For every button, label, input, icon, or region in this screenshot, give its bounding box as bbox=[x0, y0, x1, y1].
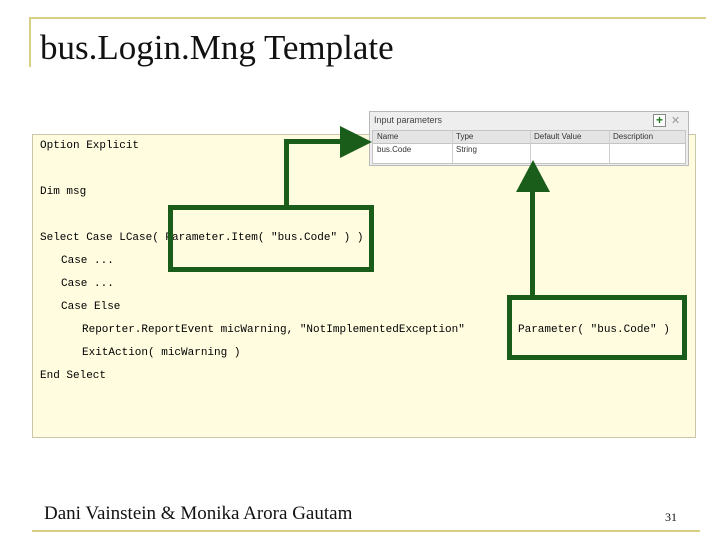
code-line-option-explicit: Option Explicit bbox=[40, 140, 140, 152]
plus-icon[interactable]: + bbox=[653, 114, 666, 127]
footer-author: Dani Vainstein & Monika Arora Gautam bbox=[44, 503, 353, 524]
table-header: Name Type Default Value Description bbox=[373, 131, 685, 144]
close-icon[interactable]: ✕ bbox=[671, 115, 681, 127]
column-divider bbox=[530, 131, 531, 163]
panel-title: Input parameters bbox=[374, 115, 443, 125]
slide-title: bus.Login.Mng Template bbox=[40, 28, 394, 67]
column-divider bbox=[609, 131, 610, 163]
code-line-case-2: Case ... bbox=[61, 278, 114, 290]
connector-line-vertical-right bbox=[530, 180, 535, 297]
code-line-select-case: Select Case LCase( Parameter.Item( "bus.… bbox=[40, 232, 364, 244]
code-line-case-else: Case Else bbox=[61, 301, 121, 313]
slide-frame-bottom bbox=[32, 530, 700, 532]
code-line-exit-action: ExitAction( micWarning ) bbox=[82, 347, 241, 359]
slide-number: 31 bbox=[665, 510, 677, 524]
code-line-dim: Dim msg bbox=[40, 186, 87, 198]
column-divider bbox=[452, 131, 453, 163]
parameters-table: Name Type Default Value Description bus.… bbox=[372, 130, 686, 164]
cell-type[interactable]: String bbox=[456, 145, 477, 154]
code-box bbox=[32, 134, 696, 438]
code-line-end-select: End Select bbox=[40, 370, 107, 382]
slide-frame-top bbox=[29, 17, 706, 19]
connector-line-horizontal-left bbox=[284, 139, 348, 144]
highlight-box-parameter-item bbox=[168, 205, 374, 272]
connector-line-vertical-left bbox=[284, 139, 289, 207]
code-line-parameter: Parameter( "bus.Code" ) bbox=[518, 324, 670, 336]
code-line-report-event: Reporter.ReportEvent micWarning, "NotImp… bbox=[82, 324, 465, 336]
column-header-type: Type bbox=[456, 132, 474, 141]
column-header-description: Description bbox=[613, 132, 654, 141]
column-header-default-value: Default Value bbox=[534, 132, 582, 141]
column-header-name: Name bbox=[377, 132, 399, 141]
slide-frame-left bbox=[29, 17, 31, 67]
arrow-right-icon bbox=[340, 126, 372, 158]
arrow-up-icon bbox=[516, 160, 550, 192]
input-parameters-panel: Input parameters + ✕ Name Type Default V… bbox=[369, 111, 689, 166]
code-line-case-1: Case ... bbox=[61, 255, 114, 267]
cell-name[interactable]: bus.Code bbox=[377, 145, 412, 154]
highlight-box-parameter-call bbox=[507, 295, 687, 360]
